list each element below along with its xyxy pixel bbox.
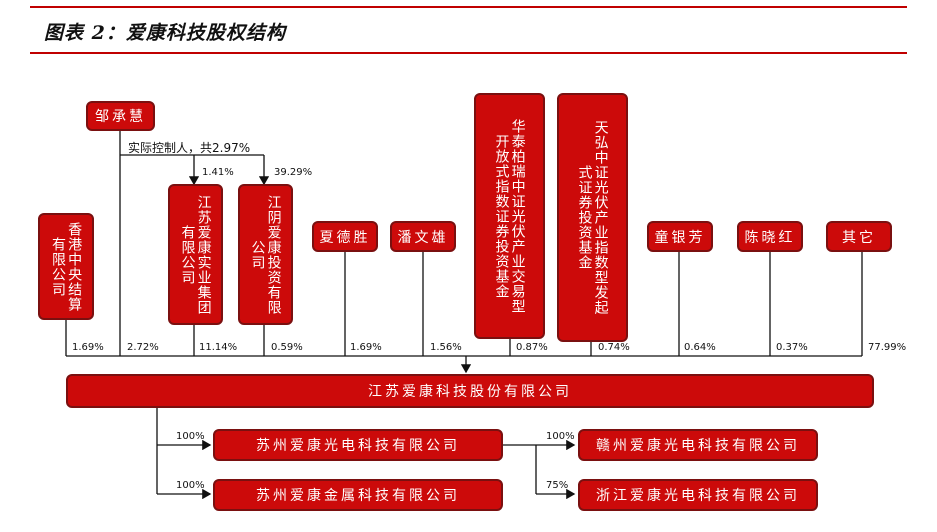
subsidiary-suzhou-metal: 苏州爱康金属科技有限公司 <box>213 479 503 511</box>
shareholder-pan-label: 潘文雄 <box>397 229 449 246</box>
subsidiary-suzhou-optoelectronic-label: 苏州爱康光电科技有限公司 <box>256 438 460 454</box>
pct-zou-jiangsu: 1.41% <box>202 167 234 178</box>
pct-zou: 2.72% <box>127 342 159 353</box>
shareholder-zou-label: 邹承慧 <box>95 109 146 125</box>
pct-huatai: 0.87% <box>516 342 548 353</box>
pct-zou-jiangyin: 39.29% <box>274 167 313 178</box>
shareholder-huatai: 华泰柏瑞中证光伏产业交易型开放式指数证券投资基金 <box>474 93 545 339</box>
pct-xia: 1.69% <box>350 342 382 353</box>
shareholder-zou: 邹承慧 <box>86 101 155 131</box>
pct-jiangsu-aikang: 11.14% <box>199 342 238 353</box>
shareholder-hkscc-label: 香港中央结算有限公司 <box>50 221 83 312</box>
controller-label: 实际控制人，共2.97% <box>128 141 251 155</box>
pct-tong: 0.64% <box>684 342 716 353</box>
pct-tianhong: 0.74% <box>598 342 630 353</box>
shareholder-huatai-label: 华泰柏瑞中证光伏产业交易型开放式指数证券投资基金 <box>493 118 526 314</box>
pct-pan: 1.56% <box>430 342 462 353</box>
shareholder-chen: 陈晓红 <box>737 221 803 252</box>
shareholder-hkscc: 香港中央结算有限公司 <box>38 213 94 320</box>
subsidiary-ganzhou-label: 赣州爱康光电科技有限公司 <box>596 438 800 454</box>
company-main: 江苏爱康科技股份有限公司 <box>66 374 874 408</box>
shareholder-other: 其它 <box>826 221 892 252</box>
pct-sub-zhejiang: 75% <box>546 480 569 491</box>
pct-jiangyin-aikang: 0.59% <box>271 342 303 353</box>
shareholder-jiangyin-aikang-label: 江阴爱康投资有限公司 <box>249 194 282 315</box>
pct-sub-ganzhou: 100% <box>546 431 575 442</box>
company-main-label: 江苏爱康科技股份有限公司 <box>368 384 572 400</box>
shareholder-tong: 童银芳 <box>647 221 713 252</box>
shareholder-tianhong: 天弘中证光伏产业指数型发起式证券投资基金 <box>557 93 628 342</box>
shareholder-tianhong-label: 天弘中证光伏产业指数型发起式证券投资基金 <box>576 120 609 315</box>
subsidiary-zhejiang: 浙江爱康光电科技有限公司 <box>578 479 818 511</box>
shareholder-jiangyin-aikang: 江阴爱康投资有限公司 <box>238 184 293 325</box>
pct-hkscc: 1.69% <box>72 342 104 353</box>
shareholder-tong-label: 童银芳 <box>654 229 706 246</box>
shareholder-chen-label: 陈晓红 <box>744 229 796 246</box>
shareholder-jiangsu-aikang-label: 江苏爱康实业集团有限公司 <box>179 194 212 315</box>
title-underline <box>30 52 907 54</box>
subsidiary-suzhou-metal-label: 苏州爱康金属科技有限公司 <box>256 488 460 504</box>
shareholder-xia: 夏德胜 <box>312 221 378 252</box>
pct-sub-suzhou-optoelectronic: 100% <box>176 431 205 442</box>
subsidiary-ganzhou: 赣州爱康光电科技有限公司 <box>578 429 818 461</box>
pct-sub-suzhou-metal: 100% <box>176 480 205 491</box>
subsidiary-zhejiang-label: 浙江爱康光电科技有限公司 <box>596 488 800 504</box>
shareholder-xia-label: 夏德胜 <box>319 229 371 246</box>
pct-other: 77.99% <box>868 342 907 353</box>
shareholder-other-label: 其它 <box>842 229 876 246</box>
shareholder-pan: 潘文雄 <box>390 221 456 252</box>
shareholder-jiangsu-aikang: 江苏爱康实业集团有限公司 <box>168 184 223 325</box>
pct-chen: 0.37% <box>776 342 808 353</box>
top-rule <box>30 6 907 8</box>
subsidiary-suzhou-optoelectronic: 苏州爱康光电科技有限公司 <box>213 429 503 461</box>
figure-title: 图表 2：爱康科技股权结构 <box>44 22 286 44</box>
